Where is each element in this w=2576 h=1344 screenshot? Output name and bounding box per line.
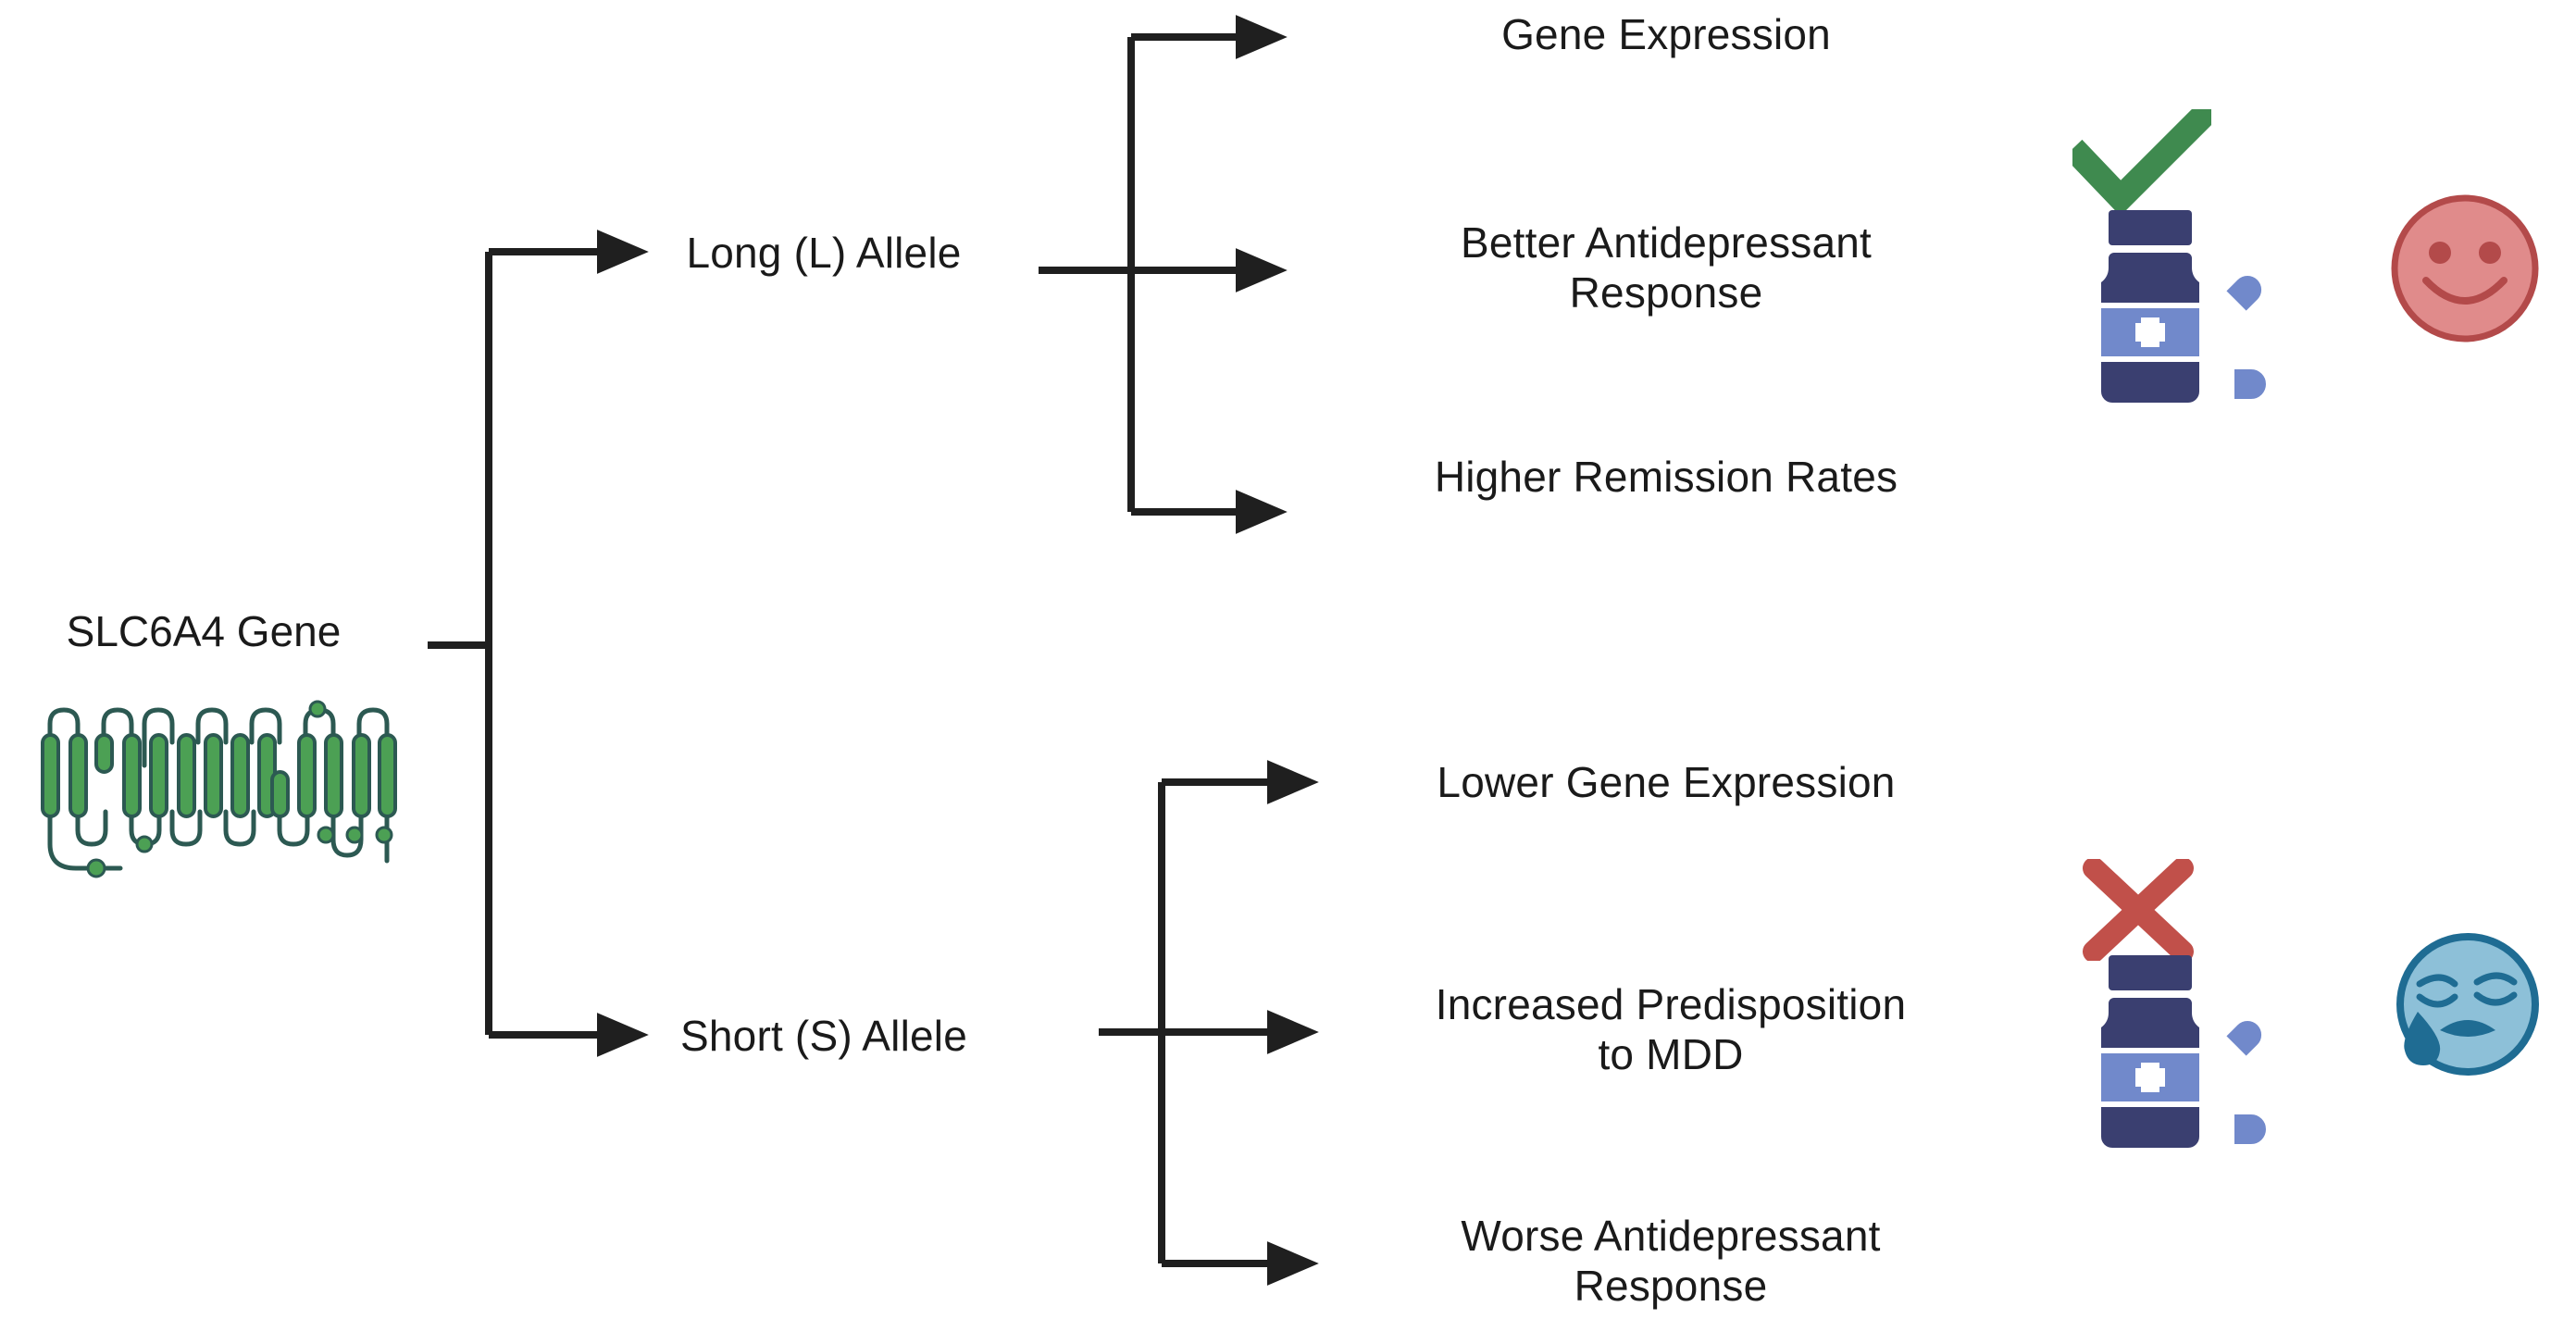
branch-label-long-allele: Long (L) Allele bbox=[686, 229, 962, 277]
outcome-lower-gene-expression: Lower Gene Expression bbox=[1437, 758, 1896, 806]
root-node-label: SLC6A4 Gene bbox=[66, 607, 342, 655]
outcome-better-antidepressant-response: Better Antidepressant Response bbox=[1460, 218, 1873, 317]
crying-sad-face-icon bbox=[2396, 933, 2539, 1076]
cross-mark-icon bbox=[2083, 859, 2194, 961]
serotonin-transporter-protein-icon bbox=[41, 700, 397, 878]
outcome-worse-antidepressant-response: Worse Antidepressant Response bbox=[1461, 1212, 1881, 1311]
branch-label-short-allele: Short (S) Allele bbox=[680, 1012, 967, 1060]
outcome-increased-predisposition-to-mdd: Increased Predisposition to MDD bbox=[1435, 980, 1907, 1079]
smiling-face-icon bbox=[2391, 194, 2539, 342]
outcome-higher-remission-rates: Higher Remission Rates bbox=[1434, 453, 1898, 501]
check-mark-icon bbox=[2072, 109, 2211, 211]
medicine-bottle-and-pills-icon-top bbox=[2101, 210, 2268, 403]
medicine-bottle-and-pills-icon-bottom bbox=[2101, 955, 2268, 1148]
outcome-gene-expression: Gene Expression bbox=[1501, 10, 1831, 58]
